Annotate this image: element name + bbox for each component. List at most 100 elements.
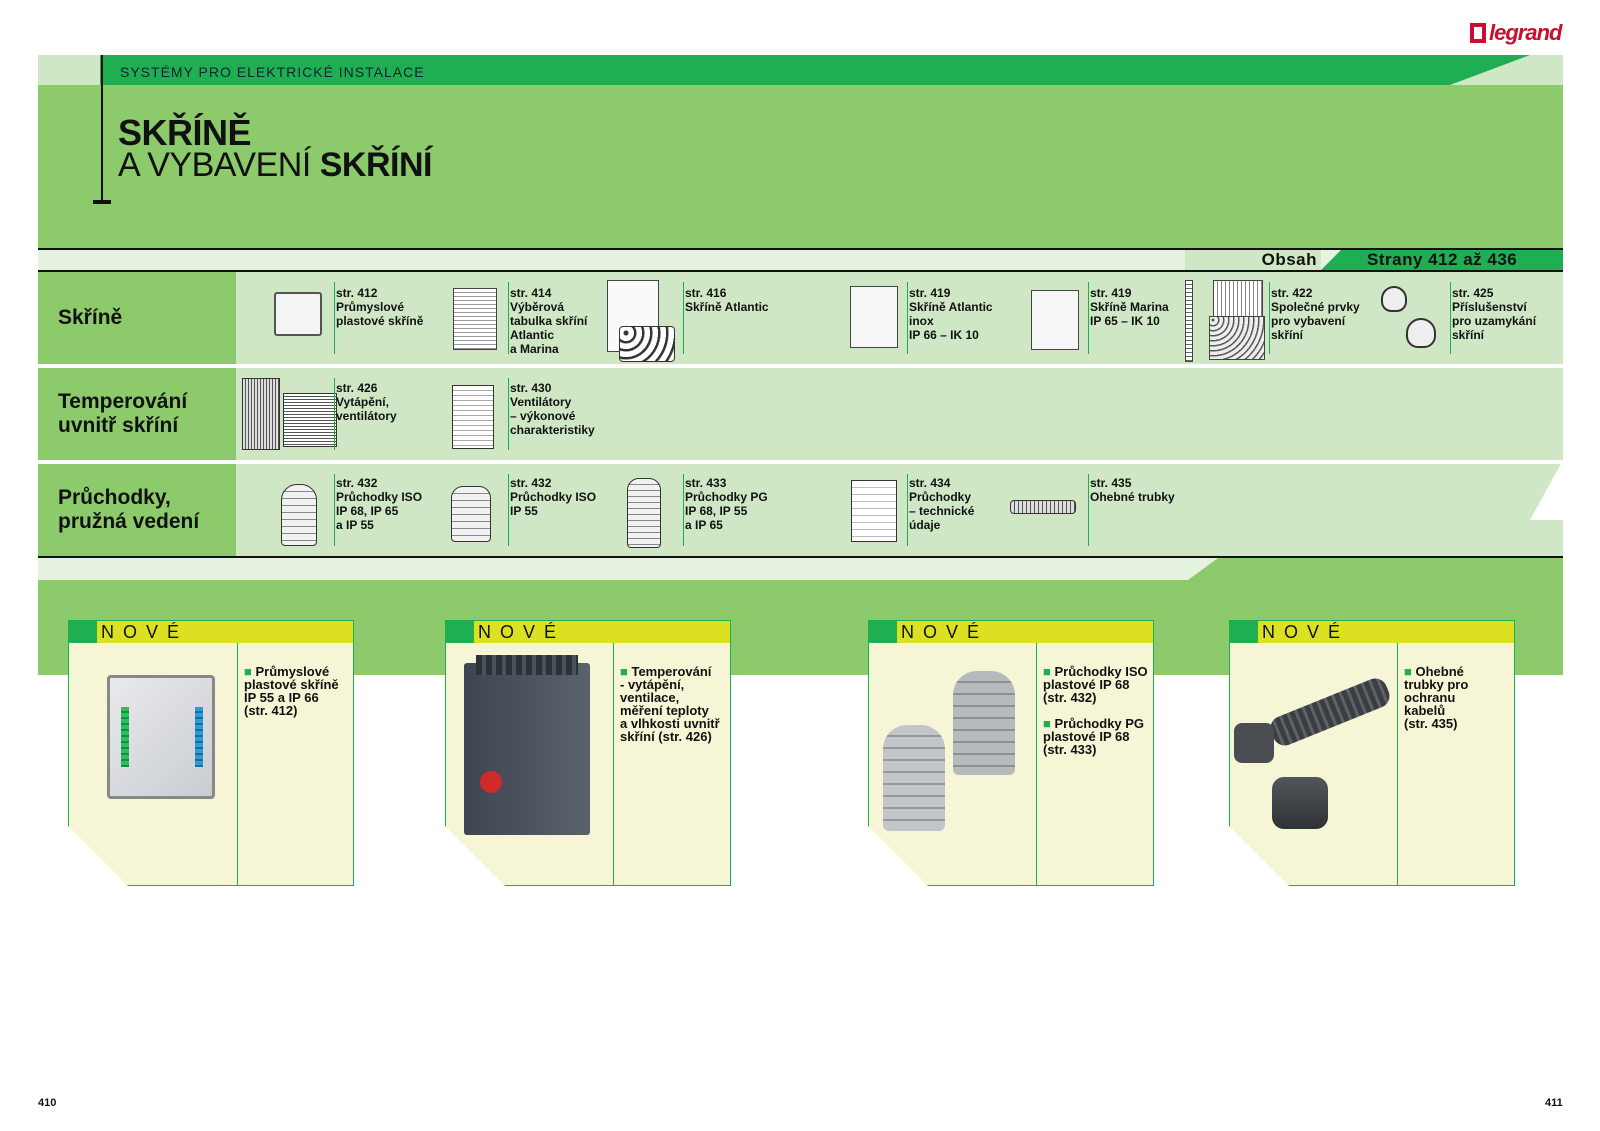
pages-range-corner [1321,250,1341,270]
new-box-header [446,621,730,643]
item-text-line: IP 68, IP 55 [685,504,748,518]
new-box-header [1230,621,1514,643]
flexible-conduit-thumb [1010,500,1076,514]
top-strip-corner [1450,55,1530,85]
item-page: str. 432 [336,476,378,490]
item-text-line: Průchodky ISO [510,490,597,504]
item-text-line: Vytápění, [336,395,389,409]
desc-line: (str. 433) [1043,742,1097,757]
desc-line: (str. 412) [244,703,298,718]
desc-line: plastové IP 68 [1043,729,1130,744]
item-text-line: charakteristiky [510,423,595,437]
bullet-square-icon: ■ [1043,716,1055,731]
item-text-line: Skříně Atlantic [685,300,769,314]
cable-gland-image [883,725,945,831]
conduit-fitting-image [1234,723,1274,763]
item-text-line: skříní [1271,328,1304,342]
cable-gland-image [953,671,1015,775]
keypad-thumb [619,326,675,362]
desc-line: (str. 435) [1404,716,1458,731]
desc-line: plastové IP 68 [1043,677,1130,692]
flexible-conduit-image [1266,674,1394,750]
row-separator [38,460,1563,464]
desc-line: - vytápění, [620,677,685,692]
cable-gland-iso-ip68-thumb [281,484,317,546]
bullet-square-icon: ■ [244,664,256,679]
item-text-line: skříní [1452,328,1485,342]
table-top-rule [38,248,1563,250]
item-text-line: – technické [909,504,975,518]
top-strip-light [38,55,100,85]
new-box-header [869,621,1153,643]
desc-line: Průchodky PG [1054,716,1145,731]
table-under-corner [1188,558,1218,580]
new-box-corner-cut [68,826,128,886]
item-text-line: Skříně Atlantic [909,300,993,314]
item-page: str. 422 [1271,286,1313,300]
heater-fins-image [476,655,578,675]
page-right-margin [1563,55,1600,675]
cabinet-heater-image [464,663,590,835]
item-page: str. 432 [510,476,552,490]
contents-row-pruchodky [38,464,1563,556]
new-box-header-accent [69,621,97,643]
heater-thumb [242,378,280,450]
item-text-line: a IP 65 [685,518,723,532]
item-page: str. 433 [685,476,727,490]
fan-grille-thumb [283,393,337,447]
desc-line: Průmyslové [255,664,330,679]
item-text-line: ventilátory [336,409,397,423]
item-separator [508,378,509,450]
row-label-skrine: Skříně [38,272,236,364]
row-separator [38,364,1563,368]
item-separator [334,474,335,546]
desc-line: (str. 432) [1043,690,1097,705]
terminal-strip-image [121,707,129,767]
desc-line: kabelů [1404,703,1446,718]
desc-line: IP 55 a IP 66 [244,690,319,705]
perforated-plate-thumb [1209,316,1265,360]
fan-performance-sheet-thumb [452,385,494,449]
item-separator [334,282,335,354]
item-separator [907,474,908,546]
item-text-line: údaje [909,518,941,532]
desc-line: Ohebné [1415,664,1464,679]
item-page: str. 425 [1452,286,1494,300]
top-strip [100,55,1530,85]
band-edge-corner [1530,460,1563,520]
item-text-line: Průmyslové [336,300,405,314]
page-number-right: 411 [1545,1097,1563,1109]
item-page: str. 434 [909,476,951,490]
gland-technical-data-thumb [851,480,897,542]
legrand-logo-text: legrand [1489,20,1562,45]
new-label: NOVÉ [478,622,566,642]
row-label-temperovani: Temperování uvnitř skříní [38,368,236,460]
contents-header-row [38,250,1563,270]
desc-line: ventilace, [620,690,680,705]
item-page: str. 414 [510,286,552,300]
item-page: str. 435 [1090,476,1132,490]
item-text-line: tabulka skříní [510,314,588,328]
item-separator [907,282,908,354]
item-text-line: Skříně Marina [1090,300,1169,314]
new-label: NOVÉ [101,622,189,642]
item-page: str. 419 [909,286,951,300]
new-label: NOVÉ [901,622,989,642]
item-separator [508,282,509,354]
table-bottom-rule [38,556,1563,558]
page-title-line1: SKŘÍNĚ [118,112,252,153]
desc-line: trubky pro [1404,677,1469,692]
section-subtitle: SYSTÉMY PRO ELEKTRICKÉ INSTALACE [120,64,425,80]
bullet-square-icon: ■ [1404,664,1416,679]
item-text-line: Průchodky ISO [336,490,423,504]
pages-range-label: Strany 412 až 436 [1341,250,1563,270]
item-page: str. 412 [336,286,378,300]
rail-thumb [1185,280,1193,362]
item-separator [508,474,509,546]
page-title-line2-light: A VYBAVENÍ [118,146,320,184]
new-box-description: ■ Temperování- vytápění,ventilace,měření… [620,665,728,743]
item-page: str. 426 [336,381,378,395]
